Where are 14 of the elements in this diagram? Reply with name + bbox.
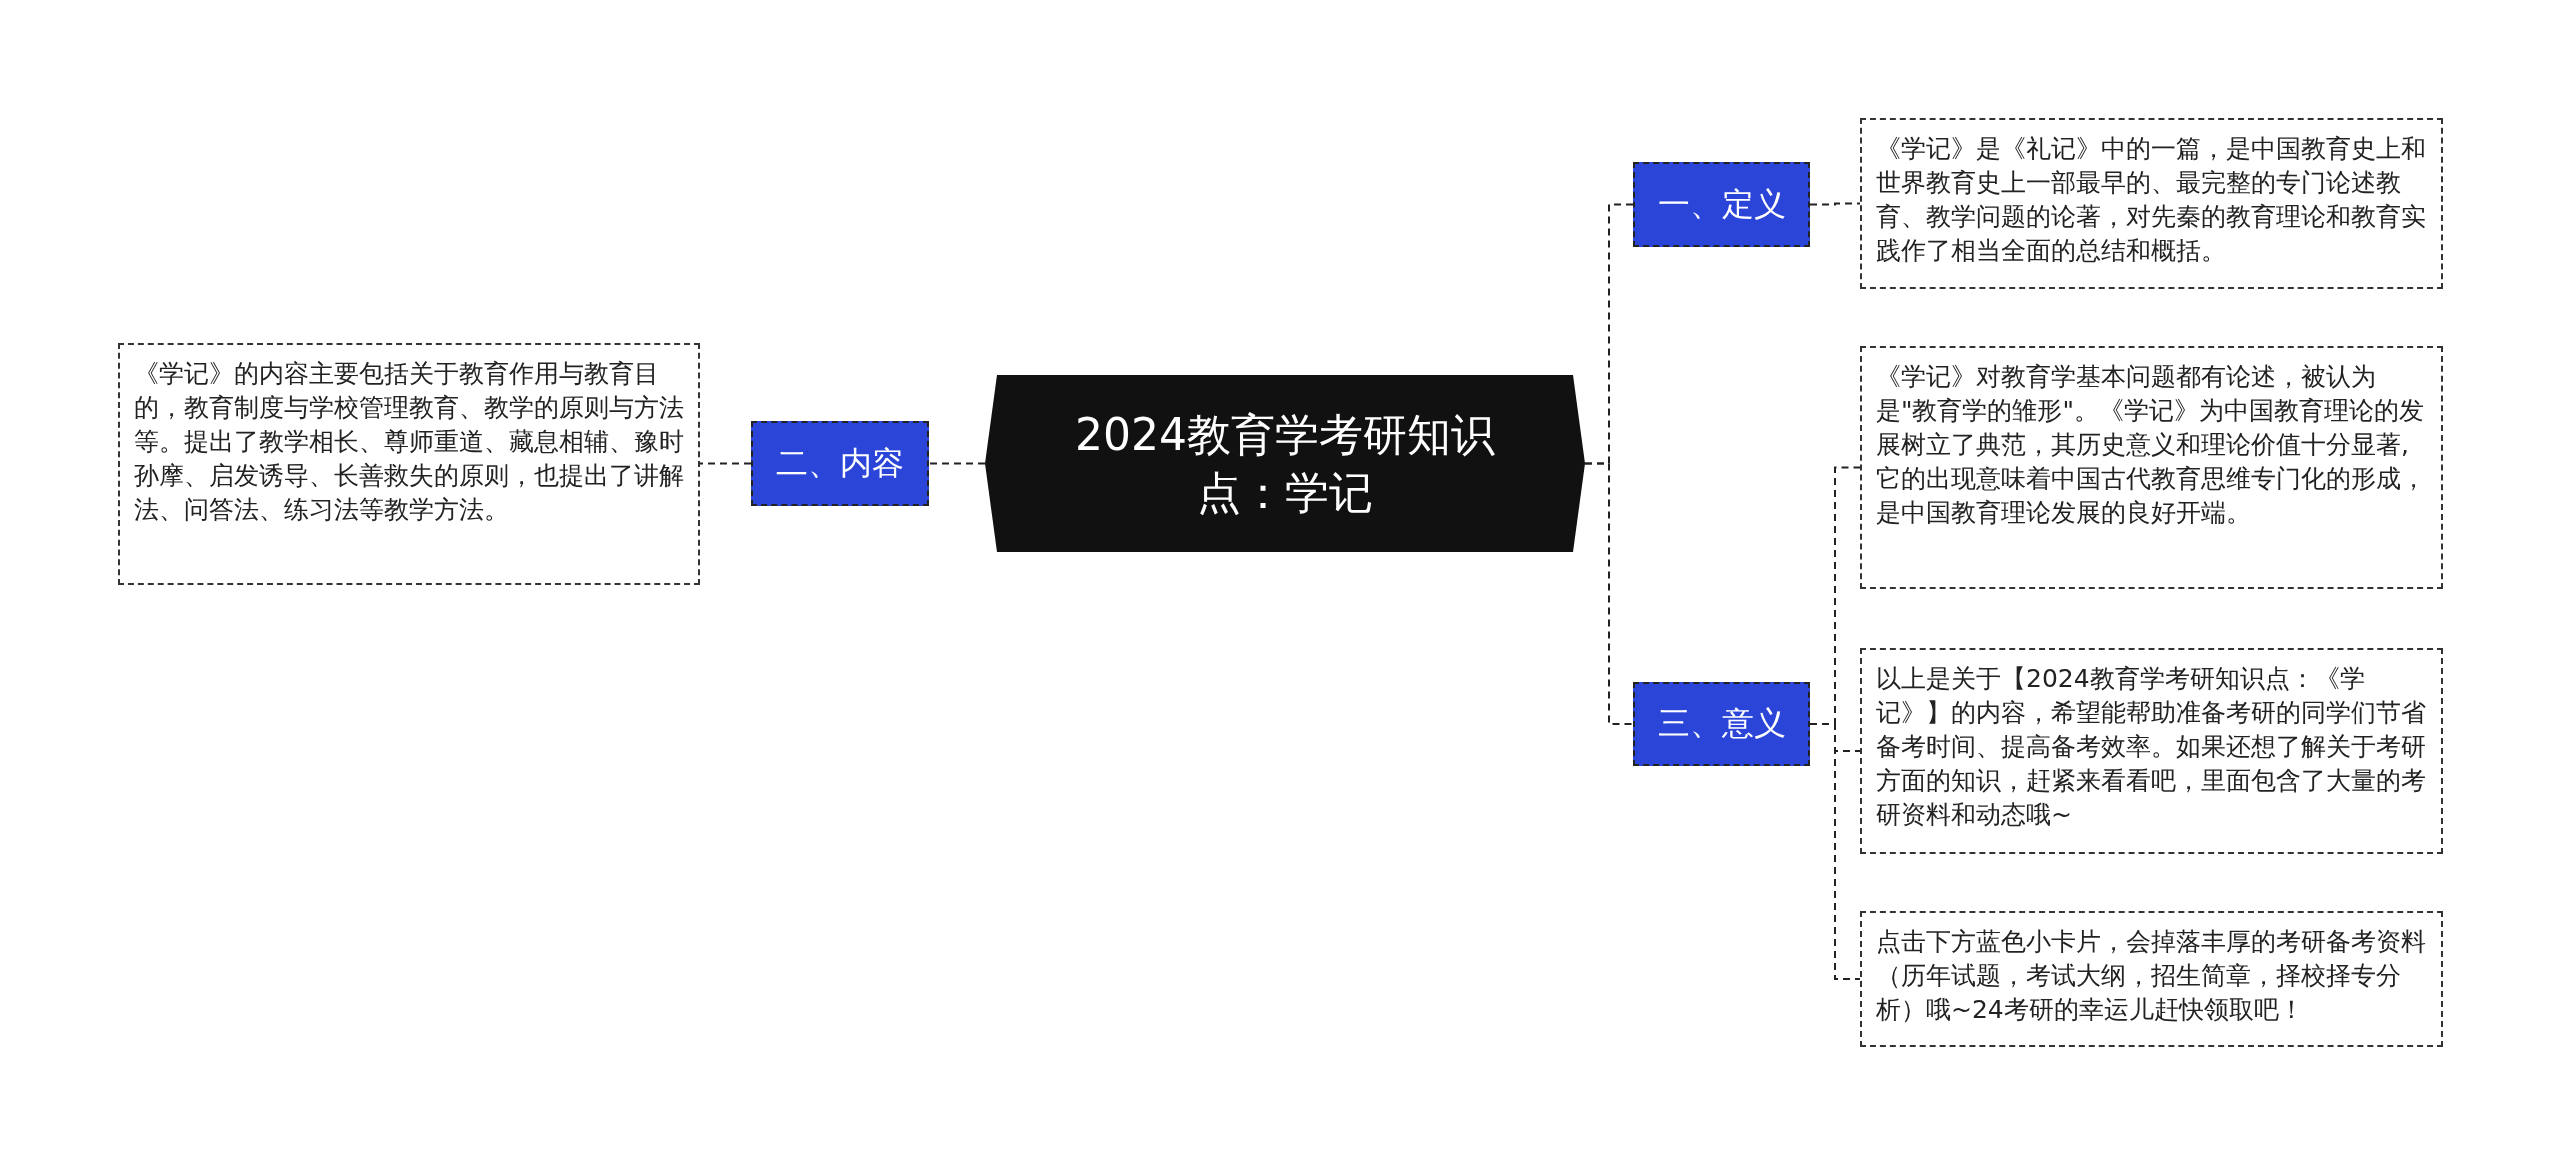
connector-line: [1584, 462, 1634, 725]
topic-box: 三、意义: [1633, 682, 1810, 766]
text-box: 《学记》的内容主要包括关于教育作用与教育目的，教育制度与学校管理教育、教学的原则与方法等。提出了教学相长、尊师重道、藏息相辅、豫时孙摩、启发诱导、长善救失的原则，也提出了讲解法、问答法、练习法等教学方法。: [118, 343, 700, 585]
text-box: 点击下方蓝色小卡片，会掉落丰厚的考研备考资料（历年试题，考试大纲，招生简章，择校择专分析）哦~24考研的幸运儿赶快领取吧！: [1860, 911, 2443, 1047]
connector-line: [1809, 202, 1861, 206]
central-topic: 2024教育学考研知识点：学记: [985, 375, 1585, 552]
text-box: 《学记》是《礼记》中的一篇，是中国教育史上和世界教育史上一部最早的、最完整的专门论述教育、教学问题的论著，对先秦的教育理论和教育实践作了相当全面的总结和概括。: [1860, 118, 2443, 289]
connector-line: [699, 462, 752, 465]
text-box: 以上是关于【2024教育学考研知识点：《学记》】的内容，希望能帮助准备考研的同学们节省备考时间、提高备考效率。如果还想了解关于考研方面的知识，赶紧来看看吧，里面包含了大量的考研资料和动态哦~: [1860, 648, 2443, 854]
connector-line: [928, 462, 986, 465]
text-box: 《学记》对教育学基本问题都有论述，被认为是"教育学的雏形"。《学记》为中国教育理论的发展树立了典范，其历史意义和理论价值十分显著,它的出现意味着中国古代教育思维专门化的形成，是中国教育理论发展的良好开端。: [1860, 346, 2443, 589]
topic-box: 一、定义: [1633, 162, 1810, 247]
topic-box: 二、内容: [751, 421, 929, 506]
connector-line: [1809, 723, 1861, 980]
